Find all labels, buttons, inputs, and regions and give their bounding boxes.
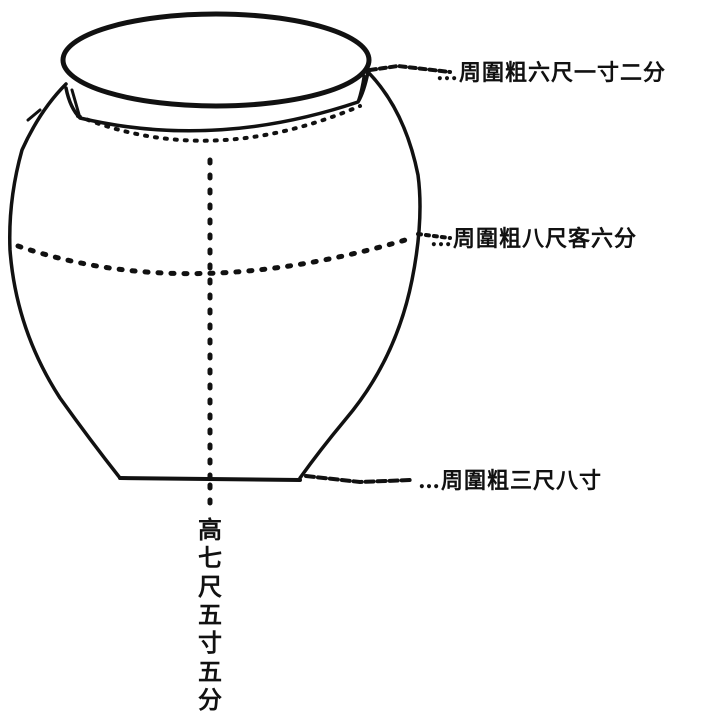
neck-dotted-line <box>76 104 362 143</box>
height-label: 高七尺五寸五分 <box>198 515 222 714</box>
rim-leader <box>368 63 452 74</box>
base-leader <box>304 474 412 485</box>
jar-body-right <box>298 70 422 480</box>
belly-circumference-label: …周圍粗八尺客六分 <box>430 226 638 252</box>
jar-rim <box>60 11 372 109</box>
base-circumference-label: …周圍粗三尺八寸 <box>418 468 603 494</box>
jar-body-left <box>8 82 122 480</box>
belly-dotted-line <box>15 235 415 277</box>
rim-circumference-label: …周圍粗六尺一寸二分 <box>436 60 667 86</box>
belly-leader <box>416 232 452 240</box>
